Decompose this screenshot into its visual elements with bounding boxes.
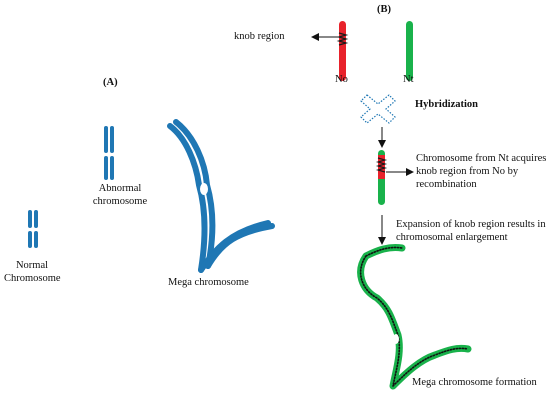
mega-chromosome-label: Mega chromosome <box>168 277 249 288</box>
expansion-line-2: chromosomal enlargement <box>396 232 508 243</box>
no-label: No <box>335 74 348 85</box>
acquire-line-1: Chromosome from Nt acquires <box>416 153 547 164</box>
normal-chromosome-icon <box>28 210 38 248</box>
mega-chromosome-blue-icon <box>167 119 275 273</box>
hybrid-chromosome-icon <box>360 94 396 124</box>
normal-chromosome-label: Normal Chromosome <box>4 259 61 285</box>
abnormal-line-2: chromosome <box>92 196 148 207</box>
acquire-line-3: recombination <box>416 179 477 190</box>
nt-chromosome-icon <box>406 21 413 81</box>
normal-line-1: Normal <box>15 260 49 271</box>
nt-label: Nt <box>403 74 414 85</box>
no-chromosome-icon <box>336 21 349 81</box>
mega-chromosome-green-icon <box>357 244 472 390</box>
acquire-line-2: knob region from No by <box>416 166 519 177</box>
abnormal-chromosome-icon <box>104 126 114 180</box>
abnormal-line-1: Abnormal <box>98 183 142 194</box>
panel-b-label: (B) <box>377 4 391 15</box>
panel-a-label: (A) <box>103 77 118 88</box>
expansion-text: Expansion of knob region results in chro… <box>396 218 546 244</box>
normal-line-2: Chromosome <box>4 273 61 284</box>
knob-region-label: knob region <box>234 31 285 42</box>
formation-label: Mega chromosome formation <box>412 377 537 388</box>
abnormal-chromosome-label: Abnormal chromosome <box>90 182 150 208</box>
expansion-line-1: Expansion of knob region results in <box>396 219 546 230</box>
acquire-text: Chromosome from Nt acquires knob region … <box>416 152 546 191</box>
recombinant-chromosome-icon <box>375 150 388 205</box>
hybridization-label: Hybridization <box>415 99 479 110</box>
